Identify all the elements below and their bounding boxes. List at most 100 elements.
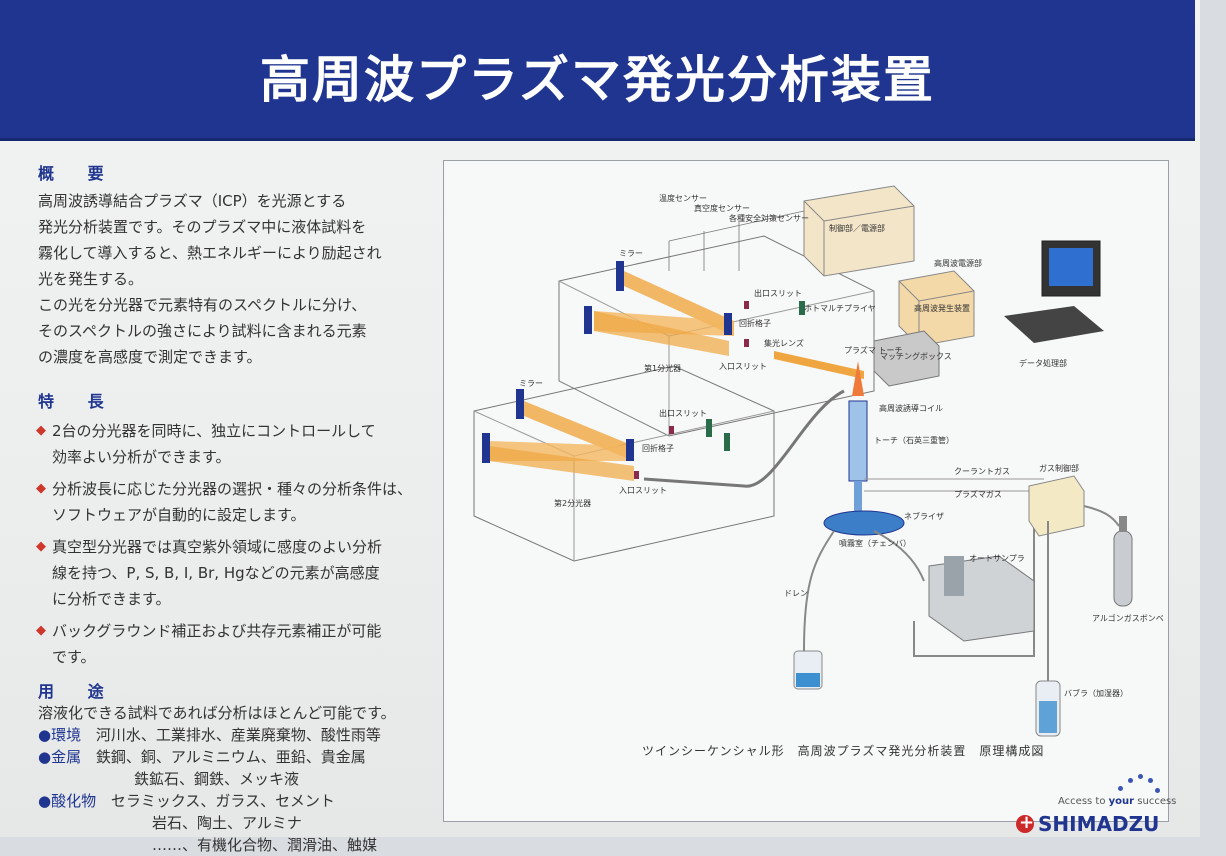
feature-item: ◆ 真空型分光器では真空紫外領域に感度のよい分析 線を持つ、P, S, B, I… — [36, 534, 458, 612]
label-chamber: 噴霧室（チェンバ） — [839, 538, 911, 548]
use-text: 鉄鋼、銅、アルミニウム、亜鉛、貴金属 — [95, 748, 366, 766]
label-matching: マッチングボックス — [880, 351, 952, 361]
feature-line: に分析できます。 — [52, 590, 171, 608]
overview-line: 霧化して導入すると、熱エネルギーにより励起され — [38, 244, 382, 262]
feature-line: 真空型分光器では真空紫外領域に感度のよい分析 — [52, 538, 383, 556]
use-label: ●酸化物 — [38, 792, 97, 810]
label-mirror-1: ミラー — [619, 249, 643, 258]
argon-cylinder — [1113, 516, 1133, 607]
use-text: 鉄鉱石、鋼鉄、メッキ液 — [134, 770, 300, 788]
label-entry-slit-2: 入口スリット — [619, 486, 667, 495]
mirror-icon — [584, 306, 592, 334]
label-torch: トーチ（石英三重管） — [874, 435, 954, 445]
label-hf-power: 高周波電源部 — [934, 258, 982, 268]
use-row-metal: ●金属 鉄鋼、銅、アルミニウム、亜鉛、貴金属 — [38, 746, 458, 768]
overview-line: そのスペクトルの強さにより試料に含まれる元素 — [38, 322, 367, 340]
use-label: ●環境 — [38, 726, 82, 744]
title-band: 高周波プラズマ発光分析装置 — [0, 0, 1195, 138]
use-row-oxide: ●酸化物 セラミックス、ガラス、セメント — [38, 790, 458, 812]
overview-line: 光を発生する。 — [38, 270, 144, 288]
label-grating-2: 回折格子 — [642, 443, 674, 453]
mirror-icon — [516, 389, 524, 419]
hf-generator — [898, 270, 975, 347]
left-column: 概 要 高周波誘導結合プラズマ（ICP）を光源とする 発光分析装置です。そのプラ… — [36, 160, 458, 856]
brand-name: SHIMADZU — [1038, 812, 1160, 836]
spectrometer-1 — [558, 235, 875, 437]
poster-board: 高周波プラズマ発光分析装置 概 要 高周波誘導結合プラズマ（ICP）を光源とする… — [0, 0, 1200, 837]
autosampler — [928, 555, 1035, 642]
use-label: ●金属 — [38, 748, 82, 766]
overview-line: の濃度を高感度で測定できます。 — [38, 348, 262, 366]
control-box — [803, 185, 915, 277]
label-coil: 高周波誘導コイル — [879, 403, 943, 413]
drain-bottle — [793, 650, 823, 690]
label-gas-ctrl: ガス制御部 — [1039, 463, 1079, 473]
gas-control — [1028, 475, 1085, 537]
features-heading: 特 長 — [38, 392, 118, 411]
feature-line: 線を持つ、P, S, B, I, Br, Hgなどの元素が高感度 — [52, 564, 380, 582]
use-text: 岩石、陶土、アルミナ — [152, 814, 302, 832]
label-argon: アルゴンガスボンベ — [1092, 613, 1164, 623]
tagline-pre: Access to — [1058, 796, 1109, 807]
use-text: セラミックス、ガラス、セメント — [110, 792, 335, 810]
label-exit-slit-2: 出口スリット — [659, 408, 707, 418]
tagline-em: your — [1108, 796, 1135, 807]
label-autosampler: オートサンプラ — [969, 554, 1025, 563]
diamond-bullet-icon: ◆ — [36, 623, 46, 638]
page-title: 高周波プラズマ発光分析装置 — [260, 51, 935, 109]
label-grating-1: 回折格子 — [739, 318, 771, 328]
spectrometer-2 — [473, 365, 775, 562]
label-plasma: プラズマ トーチ — [844, 345, 902, 355]
label-safety-sensor: 各種安全対策センサー — [729, 213, 809, 223]
matching-box — [873, 330, 940, 387]
label-exit-slit-1: 出口スリット — [754, 288, 802, 298]
feature-line: です。 — [52, 648, 96, 666]
spray-chamber — [823, 510, 905, 536]
feature-line: ソフトウェアが自動的に設定します。 — [52, 506, 306, 524]
feature-line: 分析波長に応じた分光器の選択・種々の分析条件は、 — [52, 480, 413, 498]
overview-heading: 概 要 — [38, 164, 118, 183]
label-control-box: 制御部／電源部 — [829, 223, 885, 233]
feature-item: ◆ 2台の分光器を同時に、独立にコントロールして 効率よい分析ができます。 — [36, 418, 458, 470]
shimadzu-logo-icon — [1016, 812, 1034, 833]
brand-logo: SHIMADZU — [1016, 812, 1159, 836]
label-lens: 集光レンズ — [764, 338, 804, 348]
grating-icon — [724, 313, 732, 335]
label-bubbler: バブラ（加湿器） — [1064, 688, 1128, 698]
label-vacuum-sensor: 真空度センサー — [694, 203, 750, 213]
feature-line: 効率よい分析ができます。 — [52, 448, 231, 466]
computer-icon — [1004, 240, 1104, 343]
overview-line: この光を分光器で元素特有のスペクトルに分け、 — [38, 296, 367, 314]
label-nebulizer: ネブライザ — [904, 511, 944, 521]
principle-diagram: 温度センサー 真空度センサー 各種安全対策センサー 制御部／電源部 高周波電源部… — [443, 160, 1169, 822]
use-row-environment: ●環境 河川水、工業排水、産業廃棄物、酸性雨等 — [38, 724, 458, 746]
label-plasma-gas: プラズマガス — [954, 489, 1002, 499]
mirror-icon — [482, 433, 490, 463]
label-mirror-2: ミラー — [519, 379, 543, 388]
brand-tagline: Access to your success — [1058, 796, 1176, 807]
bubbler — [1035, 680, 1061, 737]
overview-line: 高周波誘導結合プラズマ（ICP）を光源とする — [38, 192, 347, 210]
uses-intro: 溶液化できる試料であれば分析はほとんど可能です。 — [38, 704, 396, 722]
feature-item: ◆ バックグラウンド補正および共存元素補正が可能 です。 — [36, 618, 458, 670]
diamond-bullet-icon: ◆ — [36, 423, 46, 438]
feature-line: 2台の分光器を同時に、独立にコントロールして — [52, 422, 376, 440]
diagram-caption: ツインシーケンシャル形 高周波プラズマ発光分析装置 原理構成図 — [642, 744, 1045, 758]
use-text: ……、有機化合物、潤滑油、触媒 — [152, 836, 378, 854]
label-pmt: ホトマルチプライヤ — [804, 304, 876, 313]
label-spectro-2: 第2分光器 — [554, 498, 591, 508]
diamond-bullet-icon: ◆ — [36, 539, 46, 554]
feature-item: ◆ 分析波長に応じた分光器の選択・種々の分析条件は、 ソフトウェアが自動的に設定… — [36, 476, 458, 528]
feature-line: バックグラウンド補正および共存元素補正が可能 — [52, 622, 382, 640]
use-text: 河川水、工業排水、産業廃棄物、酸性雨等 — [95, 726, 381, 744]
label-hf-gen: 高周波発生装置 — [914, 303, 970, 313]
label-temp-sensor: 温度センサー — [659, 193, 707, 203]
grating-icon — [626, 439, 634, 461]
overview-text: 高周波誘導結合プラズマ（ICP）を光源とする 発光分析装置です。そのプラズマ中に… — [38, 188, 458, 370]
label-pc: データ処理部 — [1019, 358, 1067, 368]
tagline-post: success — [1134, 796, 1177, 807]
uses-heading: 用 途 — [38, 682, 118, 701]
label-coolant: クーラントガス — [954, 466, 1010, 476]
label-drain: ドレン — [784, 589, 808, 598]
label-entry-slit-1: 入口スリット — [719, 362, 767, 371]
